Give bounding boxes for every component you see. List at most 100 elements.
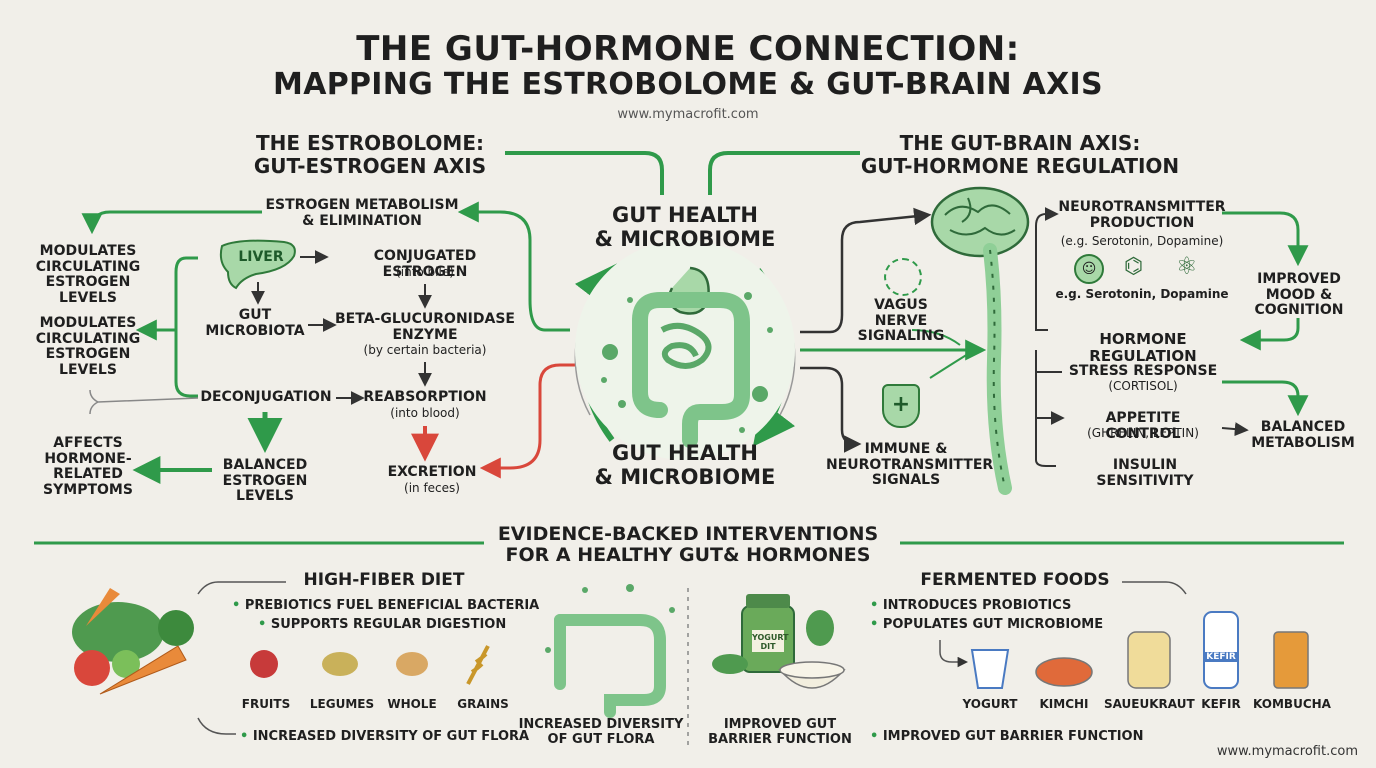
improved-line: IMPROVED	[1257, 271, 1341, 287]
balanced-line: ESTROGEN	[222, 472, 308, 489]
header-left-connector	[505, 151, 664, 195]
yogurt-jar-line1: YOGURT	[752, 633, 789, 642]
bullet-dot: •	[870, 729, 879, 744]
fiber-result: • INCREASED DIVERSITY OF GUT FLORA	[240, 729, 529, 744]
food-label-kefir: KEFIR	[1201, 697, 1241, 711]
modulates2-line: MODULATES	[39, 315, 137, 331]
improved-mood-label: IMPROVED MOOD & COGNITION	[1244, 271, 1354, 319]
arrow-center-to-brain	[800, 207, 932, 334]
liver-label: LIVER	[238, 249, 284, 265]
fruits-icon	[250, 650, 278, 678]
gut-microbiota-label: GUT MICROBIOTA	[200, 307, 310, 339]
metabolism-line2: & ELIMINATION	[302, 212, 422, 229]
gut-microbiota-line2: MICROBIOTA	[205, 322, 305, 339]
smiley-icon: ☺	[1074, 254, 1104, 284]
insulin-sensitivity-label: INSULIN SENSITIVITY	[1096, 457, 1194, 489]
arrow-improved-hormone	[1239, 318, 1300, 351]
bullet-dot: •	[870, 598, 879, 613]
bracket-hormone-list	[1035, 350, 1062, 467]
fermented-result: • IMPROVED GUT BARRIER FUNCTION	[870, 729, 1143, 744]
immune-signals-label: IMMUNE & NEUROTRANSMITTER SIGNALS	[826, 441, 994, 489]
bullet-dot: •	[240, 729, 249, 744]
fermented-foods-title: FERMENTED FOODS	[920, 570, 1110, 590]
modulates1-line: CIRCULATING	[35, 258, 141, 275]
food-label-fruits: FRUITS	[241, 697, 291, 711]
fiber-bullet-1: • PREBIOTICS FUEL BENEFICIAL BACTERIA	[232, 598, 539, 613]
mid-diversity-label: INCREASED DIVERSITY OF GUT FLORA	[516, 717, 686, 747]
reabsorption-sub: (into blood)	[390, 406, 460, 420]
balanced-line: LEVELS	[236, 488, 294, 505]
estrobolome-heading-line2: GUT-ESTROGEN AXIS	[253, 154, 487, 178]
vagus-line2: SIGNALING	[857, 328, 945, 345]
interventions-heading-line1: EVIDENCE-BACKED INTERVENTIONS	[497, 523, 879, 545]
site-url-top[interactable]: www.mymacrofit.com	[617, 107, 759, 122]
beta-line2: ENZYME	[392, 326, 458, 343]
fiber-diet-title: HIGH-FIBER DIET	[303, 570, 465, 590]
vagus-to-spine	[911, 329, 961, 346]
main-title-line1: THE GUT-HORMONE CONNECTION:	[356, 29, 1020, 69]
liver-shape	[219, 239, 296, 290]
deconjugation-label: DECONJUGATION	[200, 389, 332, 405]
mid-barrier-line2: BARRIER FUNCTION	[708, 731, 852, 747]
legumes-icon	[322, 652, 358, 676]
conjugated-sub: (into bile)	[396, 265, 454, 279]
bracket-affects	[89, 389, 199, 415]
mid-diversity-line2: OF GUT FLORA	[547, 731, 655, 747]
mid-colon-illustration	[545, 584, 675, 718]
header-right-connector	[708, 151, 860, 195]
center-top-line2: & MICROBIOME	[594, 226, 776, 251]
fermented-bullet-text: POPULATES GUT MICROBIOME	[882, 617, 1104, 632]
main-title-line2: MAPPING THE ESTROBOLOME & GUT-BRAIN AXIS	[273, 67, 1103, 102]
metabolism-line1: ESTROGEN METABOLISM	[265, 197, 459, 213]
fiber-result-text: INCREASED DIVERSITY OF GUT FLORA	[252, 729, 530, 744]
gut-brain-heading-line1: THE GUT-BRAIN AXIS:	[899, 131, 1141, 155]
stress-response-label: STRESS RESPONSE	[1068, 363, 1218, 379]
fiber-bullet-text: SUPPORTS REGULAR DIGESTION	[270, 617, 507, 632]
conjugated-estrogen-label: CONJUGATED ESTROGEN	[373, 248, 477, 280]
kefir-bottle-icon	[1203, 611, 1239, 689]
bullet-dot: •	[232, 598, 241, 613]
balanced-estrogen-label: BALANCED ESTROGEN LEVELS	[212, 457, 318, 505]
affects-line: RELATED	[53, 466, 123, 483]
beta-sub: (by certain bacteria)	[363, 343, 487, 357]
fermented-bullet-1: • INTRODUCES PROBIOTICS	[870, 598, 1071, 613]
modulates2-line: LEVELS	[59, 362, 117, 379]
center-bottom-line2: & MICROBIOME	[594, 464, 776, 489]
food-label-grains: GRAINS	[457, 697, 509, 711]
arrow-metabolism-to-modulates	[81, 210, 262, 235]
food-label-kimchi: KIMCHI	[1039, 697, 1089, 711]
hormone-regulation-label: HORMONE REGULATION	[1089, 330, 1197, 365]
modulates-label-1: MODULATES CIRCULATING ESTROGEN LEVELS	[30, 243, 146, 307]
arrow-appetite-balanced	[1221, 422, 1249, 437]
bracket-neuro	[1035, 207, 1059, 331]
food-label-yogurt: YOGURT	[962, 697, 1018, 711]
shield-icon: +	[882, 384, 920, 428]
modulates2-line: ESTROGEN	[45, 346, 131, 363]
stress-sub: (CORTISOL)	[1108, 379, 1178, 393]
vagus-line1: VAGUS NERVE	[874, 297, 928, 329]
arrow-center-to-immune	[800, 366, 862, 453]
arrow-center-to-metabolism	[457, 201, 570, 332]
brain-spine-illustration	[930, 186, 1030, 495]
neurotransmitter-production-label: NEUROTRANSMITTER PRODUCTION	[1054, 199, 1230, 231]
bullet-dot: •	[870, 617, 879, 632]
fiber-bullet-text: PREBIOTICS FUEL BENEFICIAL BACTERIA	[244, 598, 540, 613]
affects-line: AFFECTS	[53, 435, 123, 451]
neurotransmitter-sub2: e.g. Serotonin, Dopamine	[1055, 287, 1229, 301]
modulates1-line: LEVELS	[59, 290, 117, 307]
shield-to-spine	[929, 353, 969, 379]
appetite-sub: (GHRELIN, LEPTIN)	[1087, 426, 1199, 440]
beta-line1: BETA-GLUCURONIDASE	[335, 311, 515, 327]
vegetables-illustration	[72, 588, 194, 695]
fermented-bullet-2: • POPULATES GUT MICROBIOME	[870, 617, 1103, 632]
excretion-sub: (in feces)	[404, 481, 460, 495]
arrow-neuro-improved	[1222, 211, 1309, 267]
food-label-sauerkraut: SAUEUKRAUT	[1104, 697, 1195, 711]
whole-icon	[396, 652, 428, 676]
neuro-line2: PRODUCTION	[1089, 214, 1195, 231]
immune-line: NEUROTRANSMITTER	[826, 456, 994, 473]
appetite-control-label: APPETITE CONTROL	[1105, 410, 1181, 442]
yogurt-cup-icon	[970, 649, 1010, 689]
site-url-footer[interactable]: www.mymacrofit.com	[1216, 744, 1358, 759]
